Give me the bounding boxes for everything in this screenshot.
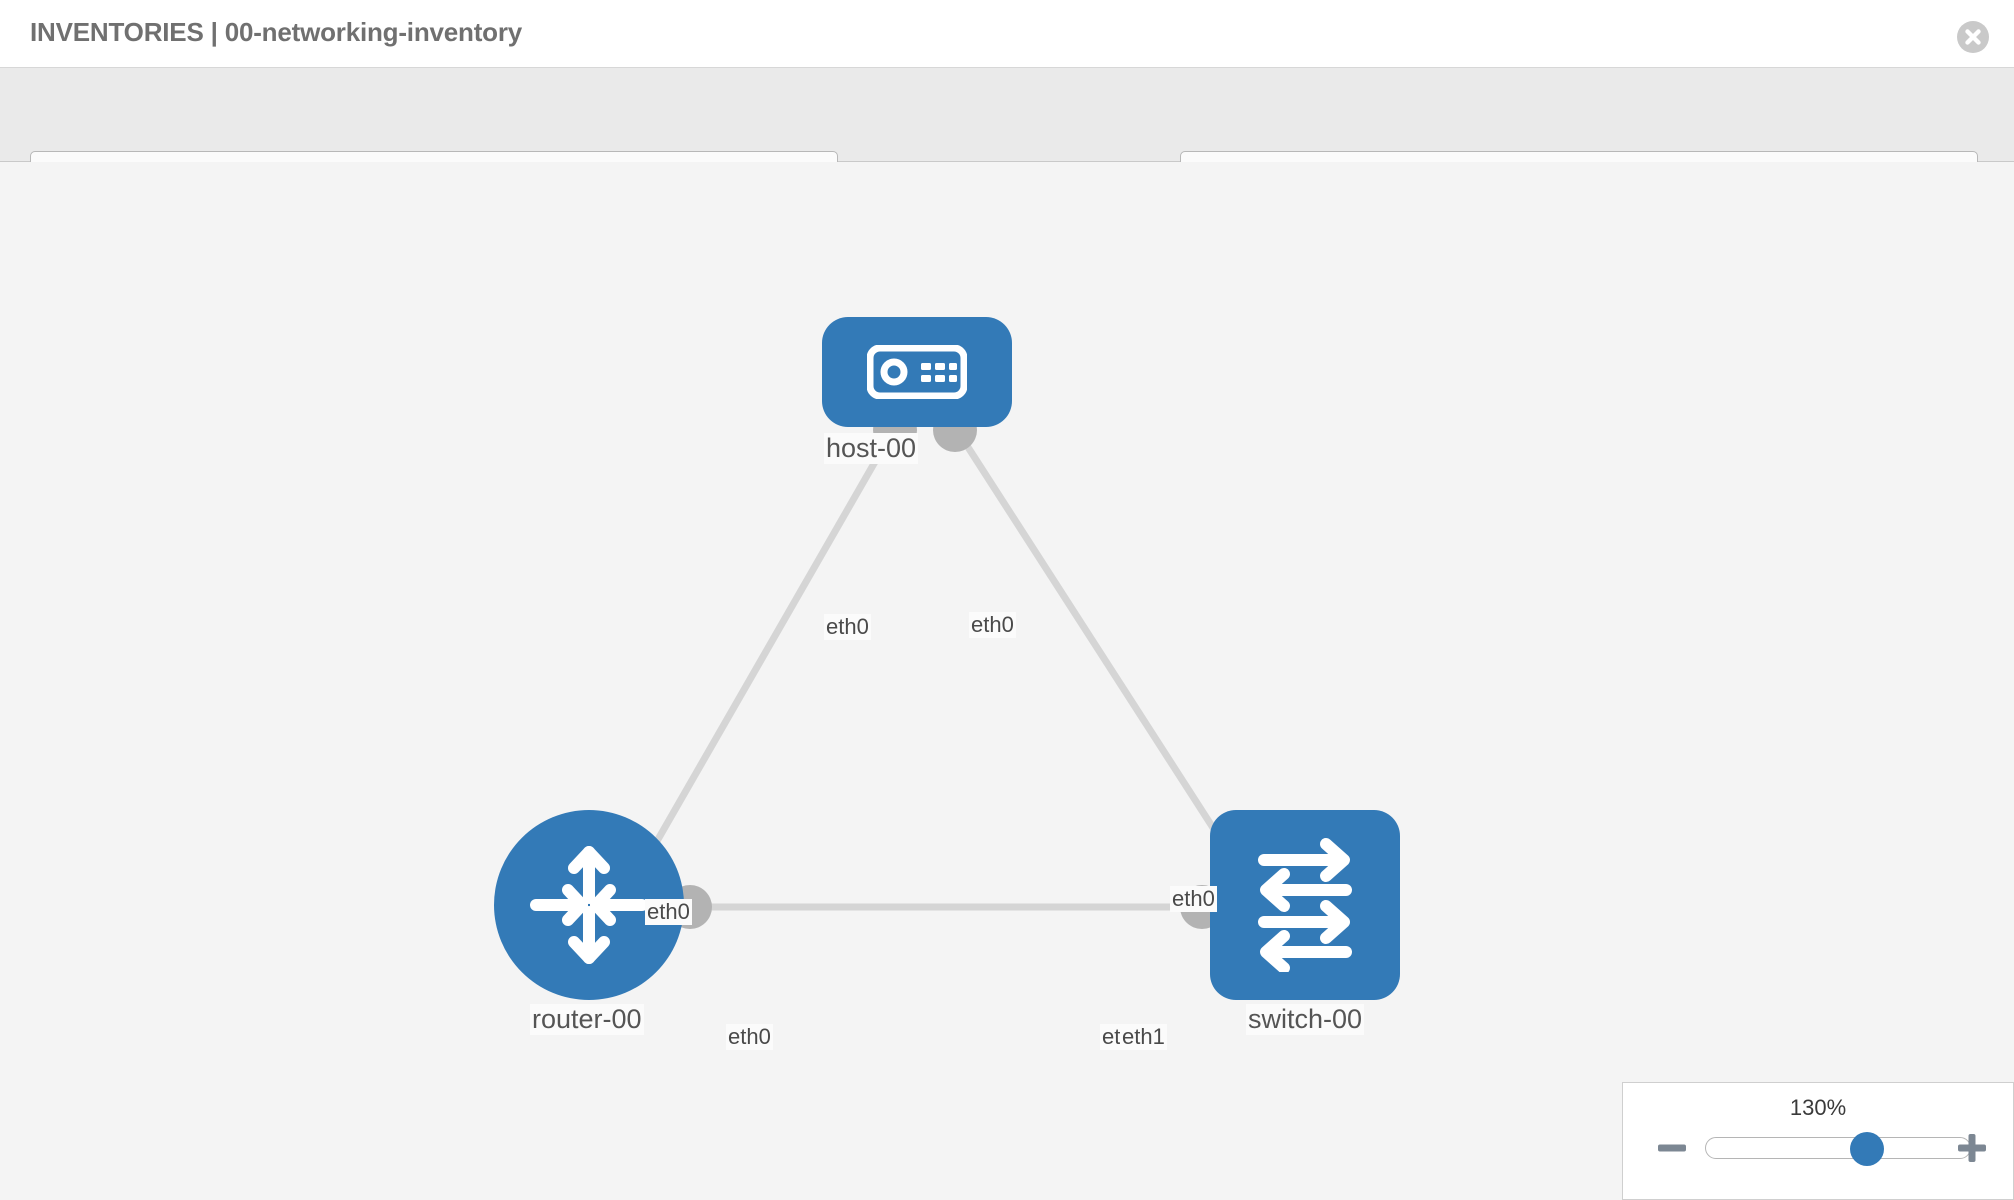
toolbar: ACTIONS SEARCH [0, 68, 2014, 203]
zoom-control-panel: 130% [1622, 1082, 2014, 1200]
node-shape-host [822, 317, 1012, 427]
topology-canvas[interactable]: host-00 [0, 162, 2014, 1200]
iface-label-host-right-eth0: eth0 [969, 612, 1016, 638]
zoom-slider[interactable] [1705, 1132, 1971, 1166]
node-label-host-00: host-00 [824, 433, 919, 464]
minus-icon[interactable] [1655, 1131, 1689, 1165]
switch-arrows-icon [1258, 838, 1352, 972]
plus-icon[interactable] [1955, 1131, 1989, 1165]
zoom-level-value: 130% [1789, 1095, 1847, 1120]
iface-label-switch-up-eth0: eth0 [1170, 886, 1217, 912]
node-shape-switch [1210, 810, 1400, 1000]
node-label-switch-00: switch-00 [1246, 1004, 1365, 1035]
page-title: INVENTORIES | 00-networking-inventory [30, 17, 523, 47]
iface-label-router-right-eth0: eth0 [726, 1024, 773, 1050]
topology-node-host-00[interactable]: host-00 [822, 317, 1012, 464]
node-label-router-00: router-00 [530, 1004, 644, 1035]
iface-label-switch-left-eth1: eth1 [1120, 1024, 1167, 1050]
router-arrows-icon [530, 846, 648, 964]
iface-label-host-left-eth0: eth0 [824, 614, 871, 640]
page-header: INVENTORIES | 00-networking-inventory [0, 0, 2014, 68]
link-host-switch [952, 425, 1238, 864]
iface-label-router-up-eth0: eth0 [645, 899, 692, 925]
server-appliance-icon [867, 345, 967, 399]
link-host-router [641, 425, 899, 864]
close-icon[interactable] [1954, 18, 1992, 56]
topology-node-switch-00[interactable]: switch-00 [1210, 810, 1400, 1035]
zoom-slider-thumb[interactable] [1849, 1132, 1884, 1166]
